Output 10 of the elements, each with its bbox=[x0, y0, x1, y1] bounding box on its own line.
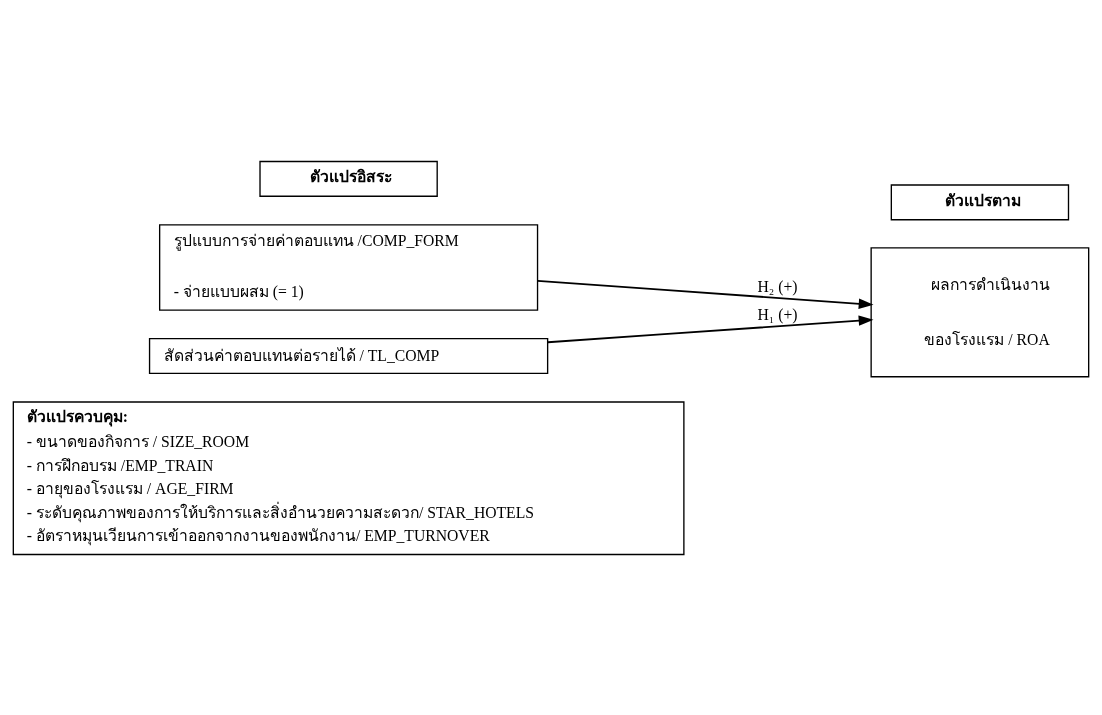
node-box: ตัวแปรตาม bbox=[890, 183, 1070, 220]
node-box: ตัวแปรอิสระ bbox=[259, 160, 438, 197]
arrow bbox=[547, 315, 874, 343]
edge-label: H₁ (+) bbox=[757, 305, 798, 323]
arrow bbox=[536, 279, 874, 309]
node-box: ตัวแปรควบคุม: - ขนาดของกิจการ / SIZE_ROOM - การฝึกอบรม /EMP_TRAIN - อายุของโรงแรม / AGE_FIRM - ระดับคุณภาพของการให้บริการและสิ่งอำนวยความสะดวก/ STAR_HOTELS - อัตราหมุนเวียนการเข้าออกจากงานของพนักงาน/ EMP_TURNOVER bbox=[12, 400, 685, 555]
node-box: สัดส่วนค่าตอบแทนต่อรายได้ / TL_COMP bbox=[148, 337, 549, 374]
edge-label: H₂ (+) bbox=[757, 277, 798, 295]
node-box: รูปแบบการจ่ายค่าตอบแทน /COMP_FORM - จ่ายแบบผสม (= 1) bbox=[158, 223, 539, 311]
node-box: ผลการดำเนินงาน ของโรงแรม / ROA bbox=[870, 246, 1090, 377]
